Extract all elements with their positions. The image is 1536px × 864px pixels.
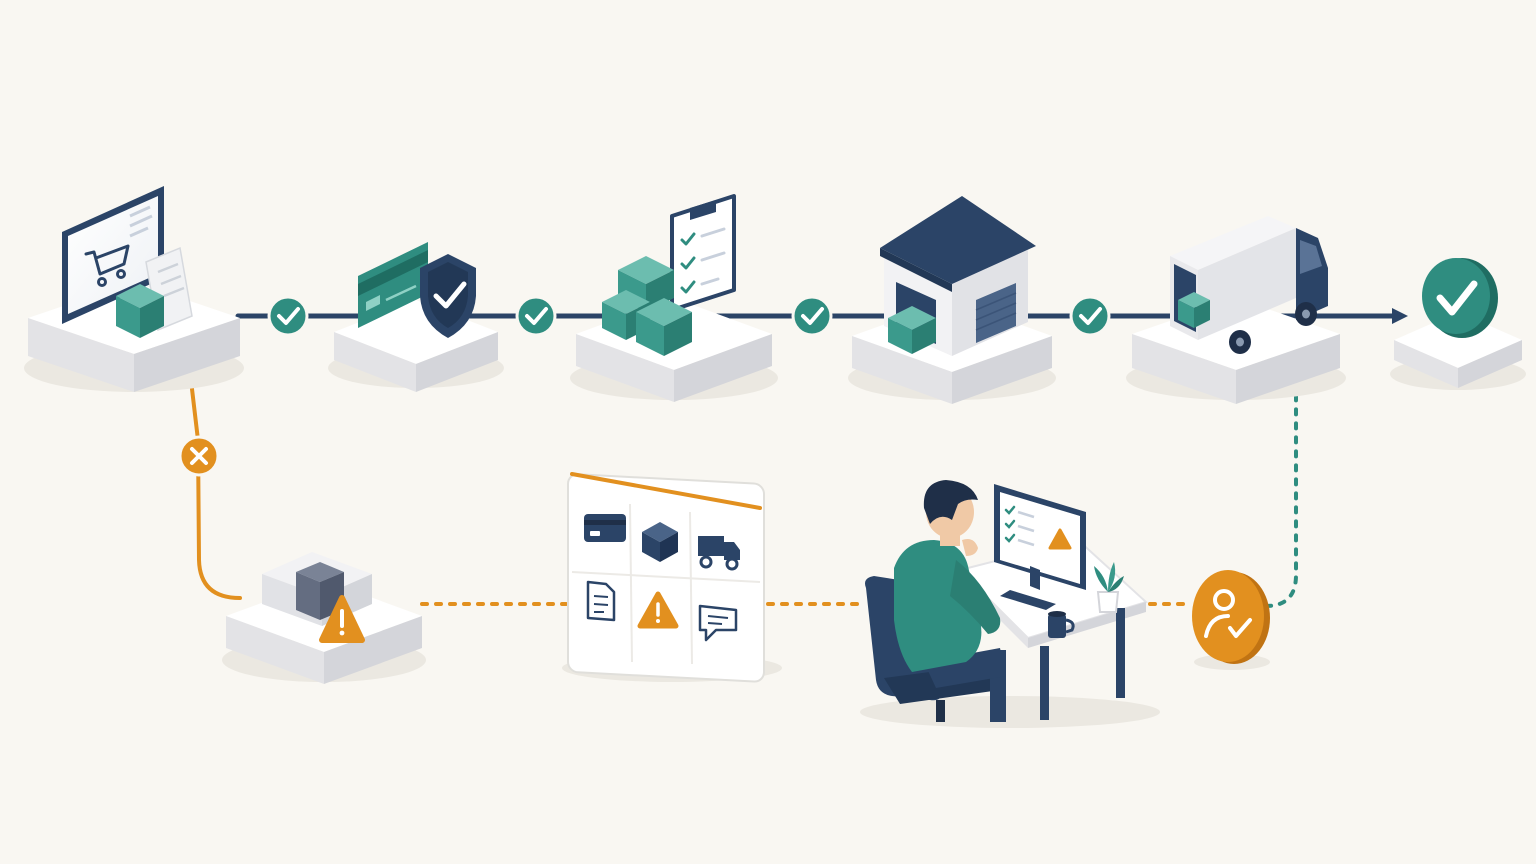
stacked-packages-icon <box>602 256 692 356</box>
platform-completed <box>1390 312 1526 390</box>
exception-path-line <box>188 370 242 600</box>
panel-dividers <box>571 503 761 665</box>
shield-check-icon <box>420 254 476 338</box>
package-icon <box>116 284 164 338</box>
package-icon <box>1178 292 1210 328</box>
package-icon <box>888 306 936 354</box>
check-icon <box>801 307 824 325</box>
x-icon <box>190 447 208 465</box>
mug-icon <box>1048 611 1075 638</box>
monitor-icon <box>994 484 1086 610</box>
warning-icon <box>637 591 679 629</box>
issue-panel-grid <box>571 503 761 665</box>
check-badge-icon <box>1422 258 1498 338</box>
chat-icon <box>698 604 738 642</box>
check-badge-4 <box>1069 295 1111 337</box>
check-icon <box>277 307 300 325</box>
stage-completed <box>1422 258 1498 338</box>
failure-badge <box>178 435 220 477</box>
stage-warehouse <box>880 196 1036 356</box>
stage-online-order <box>62 186 193 338</box>
flow-arrowhead <box>1392 308 1408 324</box>
stage-order-picking <box>602 194 736 356</box>
check-icon <box>525 307 548 325</box>
stage-flagged-package <box>222 552 426 684</box>
stage-support-agent <box>860 480 1160 728</box>
resolution-return-line <box>1264 380 1304 608</box>
check-badge-3 <box>791 295 833 337</box>
credit-card-icon <box>584 514 626 542</box>
clipboard-checklist-icon <box>670 194 736 312</box>
check-icon <box>1079 307 1102 325</box>
check-badge-2 <box>515 295 557 337</box>
person-icon <box>894 480 1006 722</box>
credit-card-icon <box>358 242 428 328</box>
document-icon <box>586 580 616 622</box>
warning-icon <box>319 595 365 643</box>
check-badge-1 <box>267 295 309 337</box>
stage-issue-panel <box>562 472 782 683</box>
user-check-icon <box>1192 570 1270 664</box>
stage-resolution <box>1192 570 1270 670</box>
package-icon <box>642 522 678 562</box>
delivery-truck-icon <box>698 536 740 571</box>
stage-payment-verification <box>358 242 476 338</box>
plant-icon <box>1094 562 1124 613</box>
shopping-cart-icon <box>84 244 130 287</box>
stage-shipping <box>1170 216 1328 354</box>
